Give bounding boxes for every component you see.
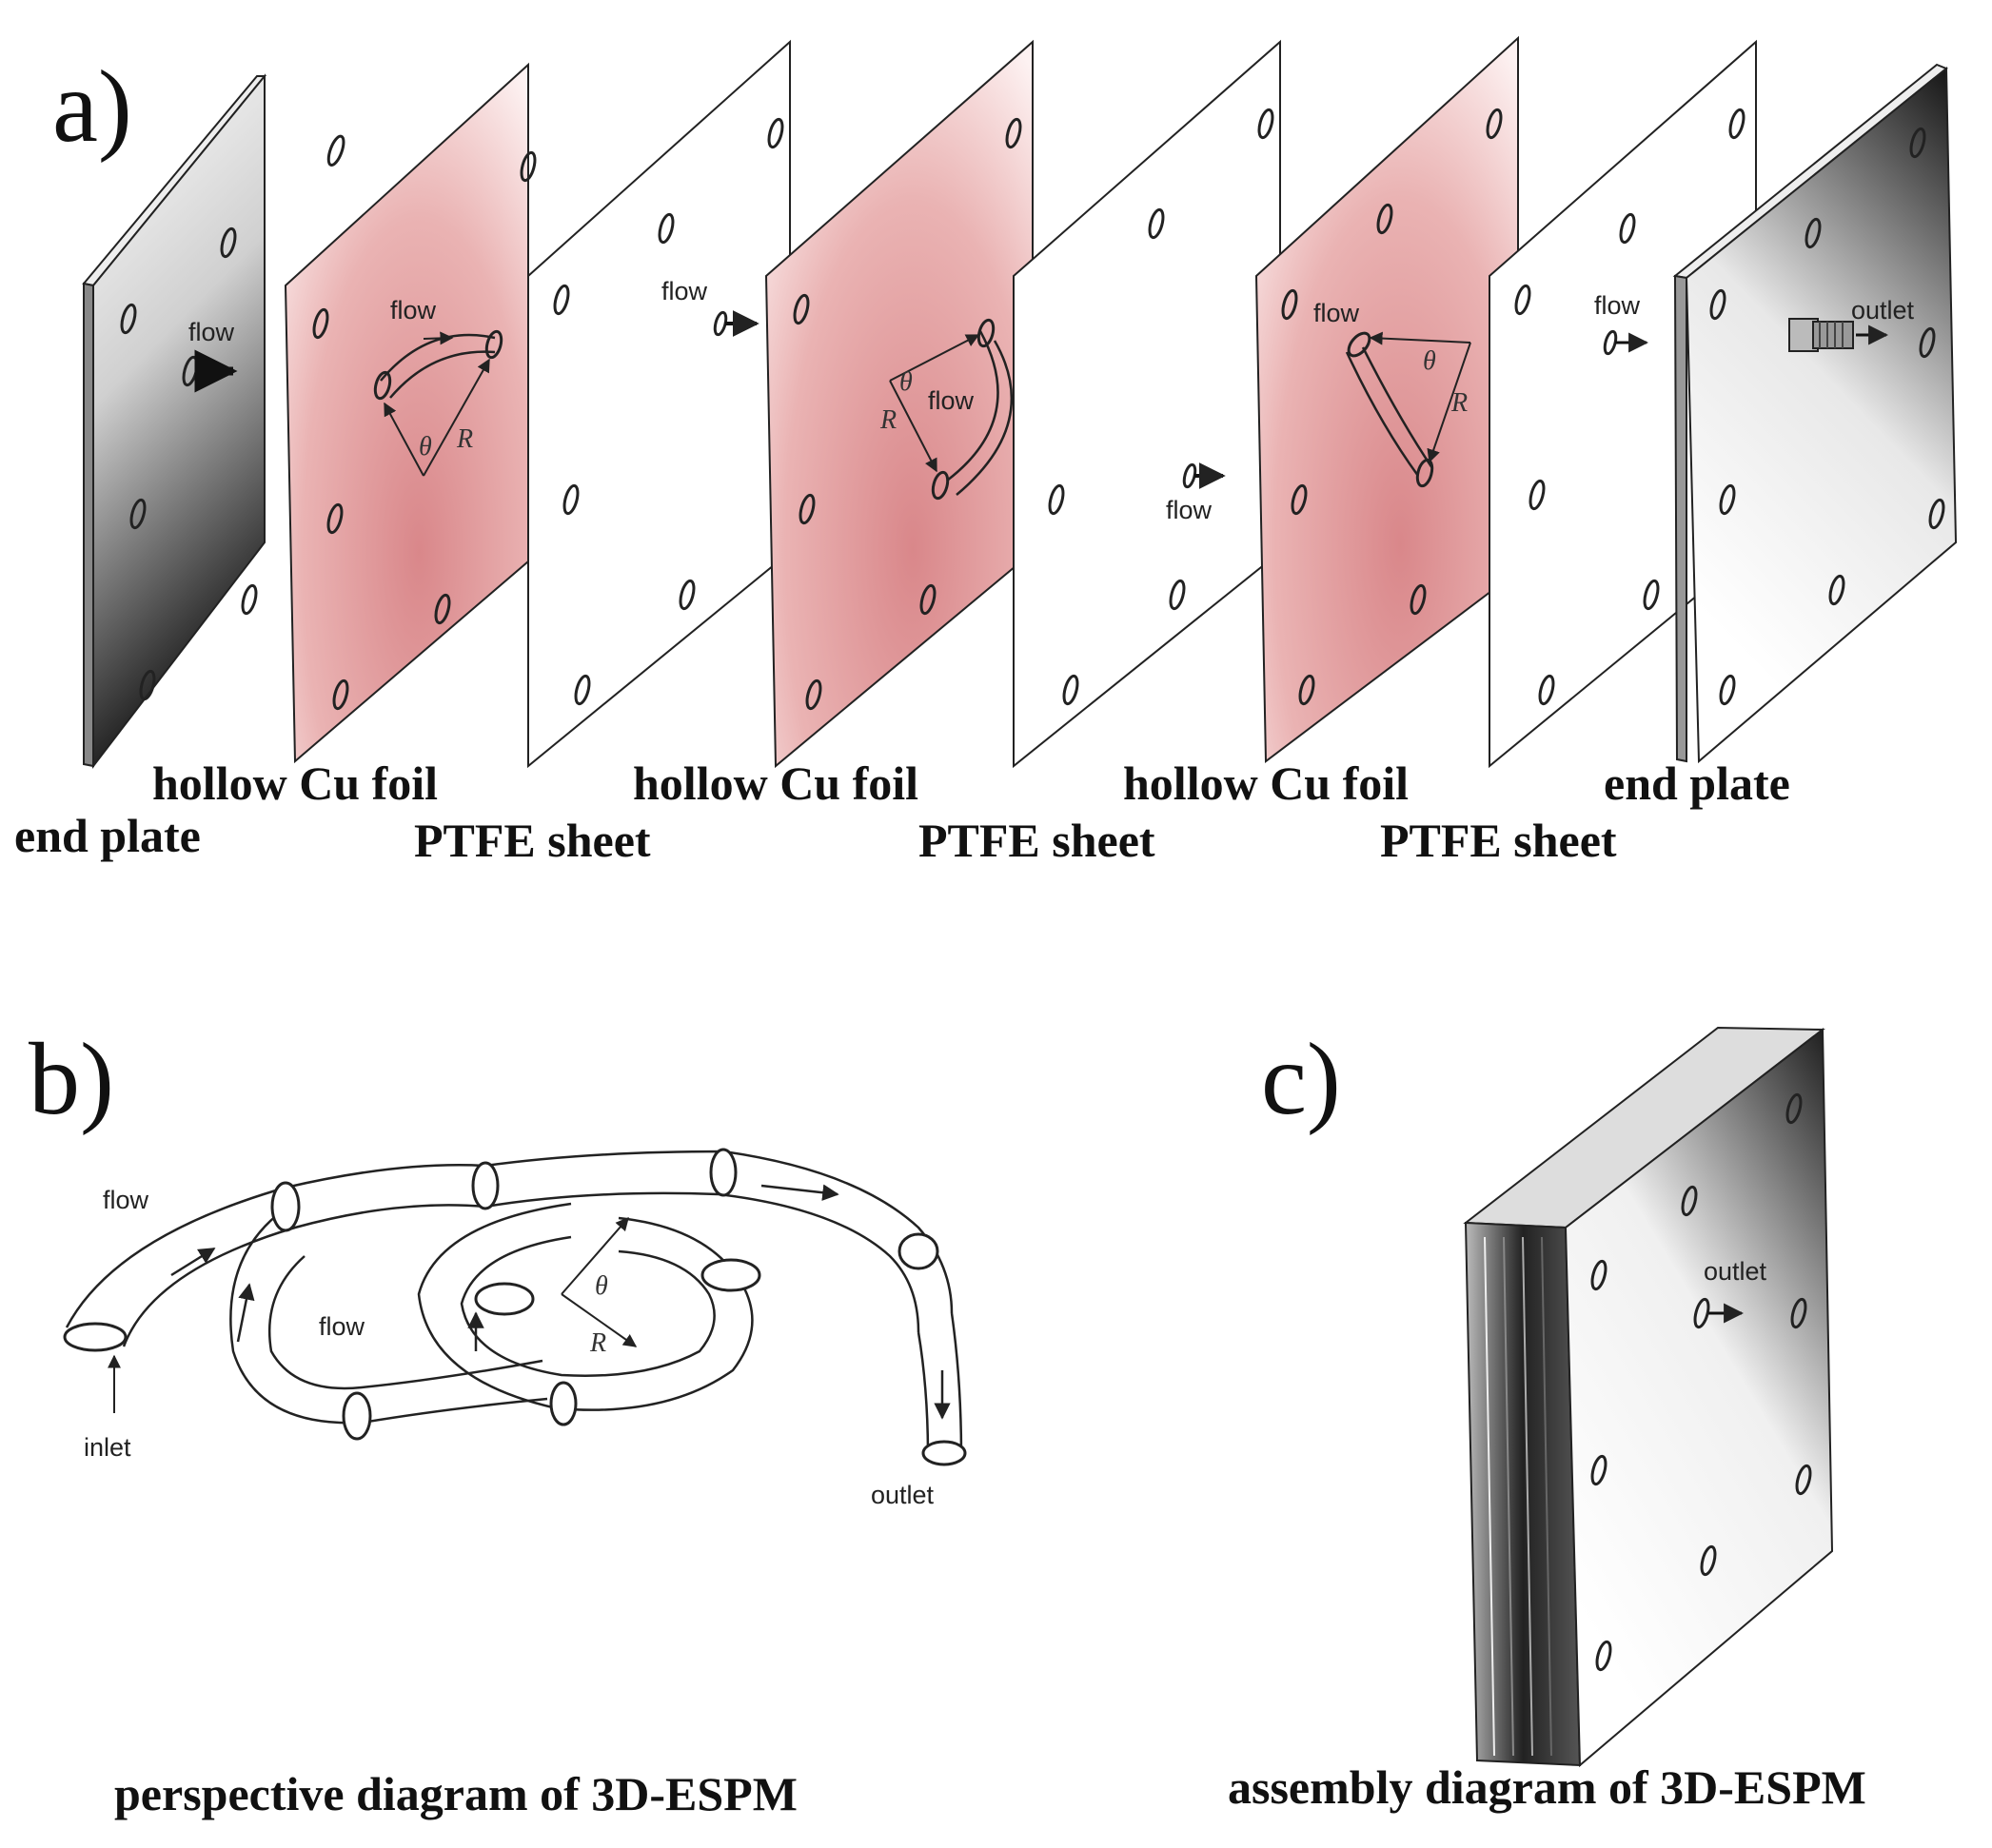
cu-foil-3-channel [1345, 331, 1471, 488]
ptfe-3-flow-arrow [1603, 329, 1649, 356]
r-label-3: R [1450, 388, 1468, 418]
caption-assembly-diagram: assembly diagram of 3D-ESPM [1228, 1760, 1866, 1814]
inlet-label-b: inlet [84, 1433, 131, 1462]
flow-label-7: flow [1594, 291, 1641, 320]
ptfe-sheet-1 [527, 39, 791, 769]
caption-cu-foil-3: hollow Cu foil [1123, 757, 1409, 810]
flow-label-b-center: flow [319, 1312, 365, 1341]
cu-foil-3 [1254, 35, 1519, 763]
flow-label-1: flow [188, 318, 235, 346]
outlet-label-a: outlet [1851, 296, 1915, 324]
caption-end-plate-left: end plate [14, 809, 201, 862]
cu-foil-2-channel [889, 318, 1014, 501]
panel-b-label: b) [29, 1023, 114, 1136]
r-label-2: R [879, 405, 897, 435]
plate-holes [120, 108, 1945, 711]
flow-label-4: flow [928, 386, 975, 415]
r-label-b: R [589, 1328, 606, 1358]
caption-ptfe-1: PTFE sheet [414, 814, 651, 867]
caption-cu-foil-2: hollow Cu foil [633, 757, 918, 810]
ptfe-sheet-2 [1013, 39, 1281, 769]
flow-label-b-left: flow [103, 1186, 149, 1214]
cu-foil-2 [764, 39, 1034, 769]
assembled-stack [1463, 1026, 1834, 1768]
cu-foil-1 [284, 62, 529, 764]
outlet-label-c: outlet [1704, 1257, 1767, 1286]
theta-label-3: θ [1423, 346, 1436, 376]
caption-ptfe-3: PTFE sheet [1380, 814, 1617, 867]
ptfe-2-flow-arrow [1182, 462, 1226, 489]
inlet-flow-arrow [182, 349, 238, 393]
panel-c-label: c) [1261, 1023, 1341, 1136]
outlet-label-b: outlet [871, 1481, 935, 1509]
theta-label-2: θ [899, 367, 913, 397]
flow-label-5: flow [1166, 496, 1213, 524]
r-label-1: R [456, 424, 473, 454]
panel-a-label: a) [52, 50, 132, 164]
flow-label-3: flow [661, 277, 708, 305]
flow-label-6: flow [1313, 299, 1360, 327]
cu-foil-1-channel [373, 329, 503, 477]
caption-perspective-diagram: perspective diagram of 3D-ESPM [114, 1767, 798, 1820]
caption-end-plate-right: end plate [1604, 757, 1790, 810]
caption-ptfe-2: PTFE sheet [918, 814, 1155, 867]
theta-label-1: θ [419, 432, 432, 462]
end-plate-right [1672, 63, 1958, 764]
outlet-fitting [1788, 318, 1889, 352]
ptfe-1-flow-arrow [713, 310, 759, 337]
tube-path-3d [63, 1148, 967, 1466]
theta-label-b: θ [595, 1271, 608, 1301]
flow-label-2: flow [390, 296, 437, 324]
caption-cu-foil-1: hollow Cu foil [152, 757, 438, 810]
